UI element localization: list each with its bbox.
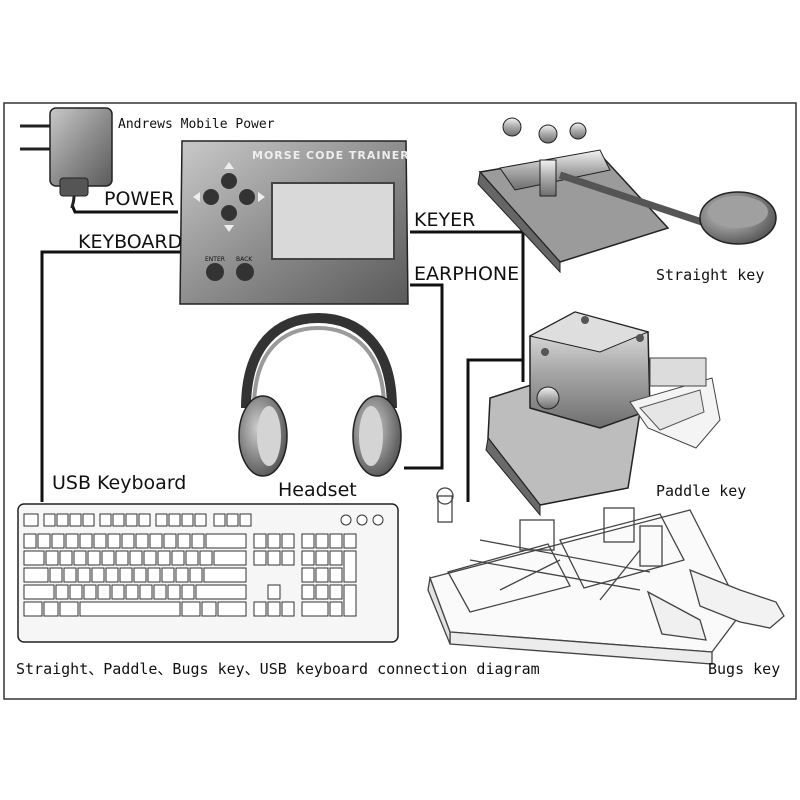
diagram-caption: Straight、Paddle、Bugs key、USB keyboard co… <box>16 660 540 678</box>
connection-wires <box>40 204 525 502</box>
earphone-wire <box>404 283 444 470</box>
enter-button-label: ENTER <box>205 256 225 263</box>
straight-key-image <box>477 117 777 274</box>
headset-image <box>238 312 402 477</box>
power-adapter-image <box>20 107 113 209</box>
back-button-label: BACK <box>236 256 253 263</box>
headset-label: Headset <box>278 479 357 501</box>
straight-key-label: Straight key <box>656 266 765 284</box>
bugs-key-image <box>427 487 785 665</box>
keyboard-port-label: KEYBOARD <box>78 231 183 253</box>
earphone-port-label: EARPHONE <box>414 263 520 285</box>
power-supply-label: Andrews Mobile Power <box>118 117 275 132</box>
bugs-key-label: Bugs key <box>708 660 781 678</box>
usb-keyboard-image <box>17 503 399 643</box>
paddle-key-label: Paddle key <box>656 482 747 500</box>
diagram-frame <box>3 102 797 700</box>
trainer-title: MORSE CODE TRAINER <box>252 149 410 162</box>
trainer-screen <box>271 182 395 260</box>
keyer-port-label: KEYER <box>414 209 476 231</box>
morse-trainer-device <box>179 140 409 305</box>
power-port-label: POWER <box>104 188 175 210</box>
keyboard-wire <box>40 250 180 502</box>
usb-keyboard-label: USB Keyboard <box>52 472 187 494</box>
paddle-key-image <box>485 311 721 517</box>
